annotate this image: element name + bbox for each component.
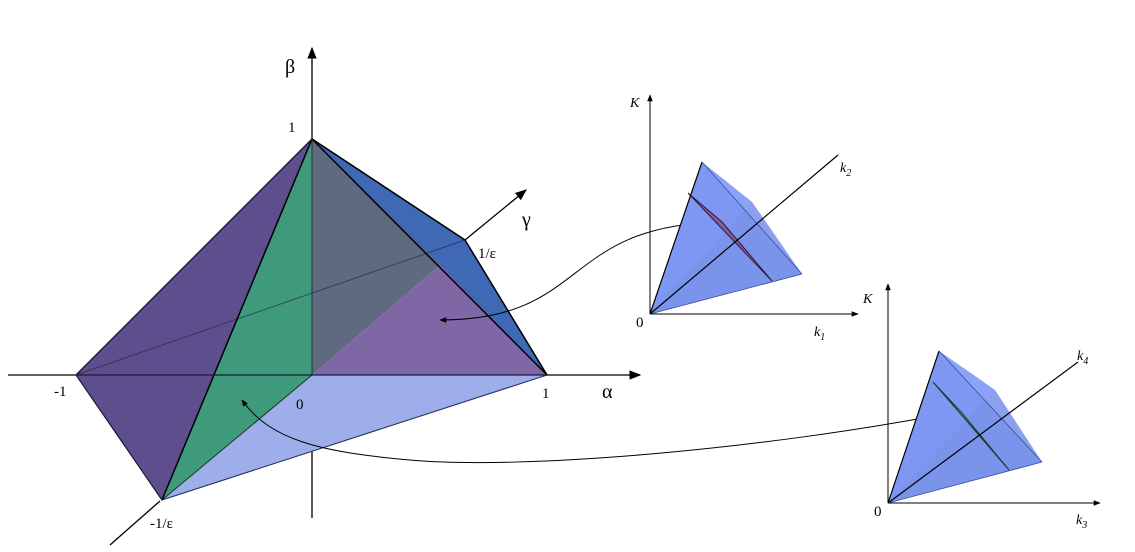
edge-top-to-right — [311, 138, 548, 376]
top-inset-k1-label: k1 — [814, 325, 825, 343]
gamma-axis-lower — [109, 500, 161, 546]
arrow-top-inset-to-pyramid — [439, 221, 723, 323]
bottom-inset-k4-axis — [887, 361, 1079, 504]
middle-face — [312, 139, 440, 375]
tick-alpha-one: 1 — [542, 386, 550, 402]
edge-top-to-front — [161, 138, 313, 501]
edge-back-to-right — [464, 239, 548, 376]
bottom-inset-edge-b — [938, 350, 1043, 463]
arrow-bottom-inset-to-pyramid — [241, 399, 956, 464]
bottom-inset: K 0 k3 k4 — [862, 283, 1101, 531]
bottom-inset-green-section — [932, 381, 1010, 471]
top-inset-purple-section — [687, 192, 773, 282]
top-inset-k2-label: k2 — [840, 161, 851, 179]
tick-origin-zero: 0 — [296, 397, 304, 413]
bottom-inset-origin-label: 0 — [874, 504, 882, 520]
bottom-inset-edge-a — [887, 350, 940, 504]
bottom-inset-K-label: K — [862, 292, 873, 307]
gamma-axis-hidden — [75, 239, 466, 376]
tick-minus-inv-eps: -1/ε — [150, 516, 173, 532]
gamma-axis-upper — [464, 189, 527, 241]
top-inset-origin-label: 0 — [636, 315, 644, 331]
tick-beta-one: 1 — [288, 120, 296, 136]
bottom-inset-k3-label: k3 — [1076, 513, 1087, 531]
top-inset-bottom-face — [650, 202, 802, 314]
tick-minus-one: -1 — [54, 384, 67, 400]
edge-top-to-left — [75, 138, 313, 376]
alpha-label: α — [602, 381, 613, 403]
top-inset-k2-axis — [649, 154, 839, 315]
main-pyramid: β α γ 1 1 -1 0 1/ε -1/ε — [8, 46, 642, 546]
tick-inv-eps: 1/ε — [478, 246, 496, 262]
top-inset-edge-c — [649, 273, 803, 315]
beta-label: β — [285, 56, 295, 78]
bottom-inset-k4-label: k4 — [1077, 349, 1088, 367]
gamma-label: γ — [521, 209, 531, 231]
top-inset-edge-a — [649, 161, 703, 315]
front-right-face — [312, 265, 547, 375]
edge-front-to-right — [161, 374, 548, 501]
bottom-inset-edge-c — [887, 461, 1043, 504]
edge-top-to-back — [311, 138, 466, 241]
top-inset-K-label: K — [629, 96, 640, 111]
top-inset: K 0 k1 k2 — [629, 94, 859, 343]
top-inset-edge-b — [701, 161, 803, 275]
